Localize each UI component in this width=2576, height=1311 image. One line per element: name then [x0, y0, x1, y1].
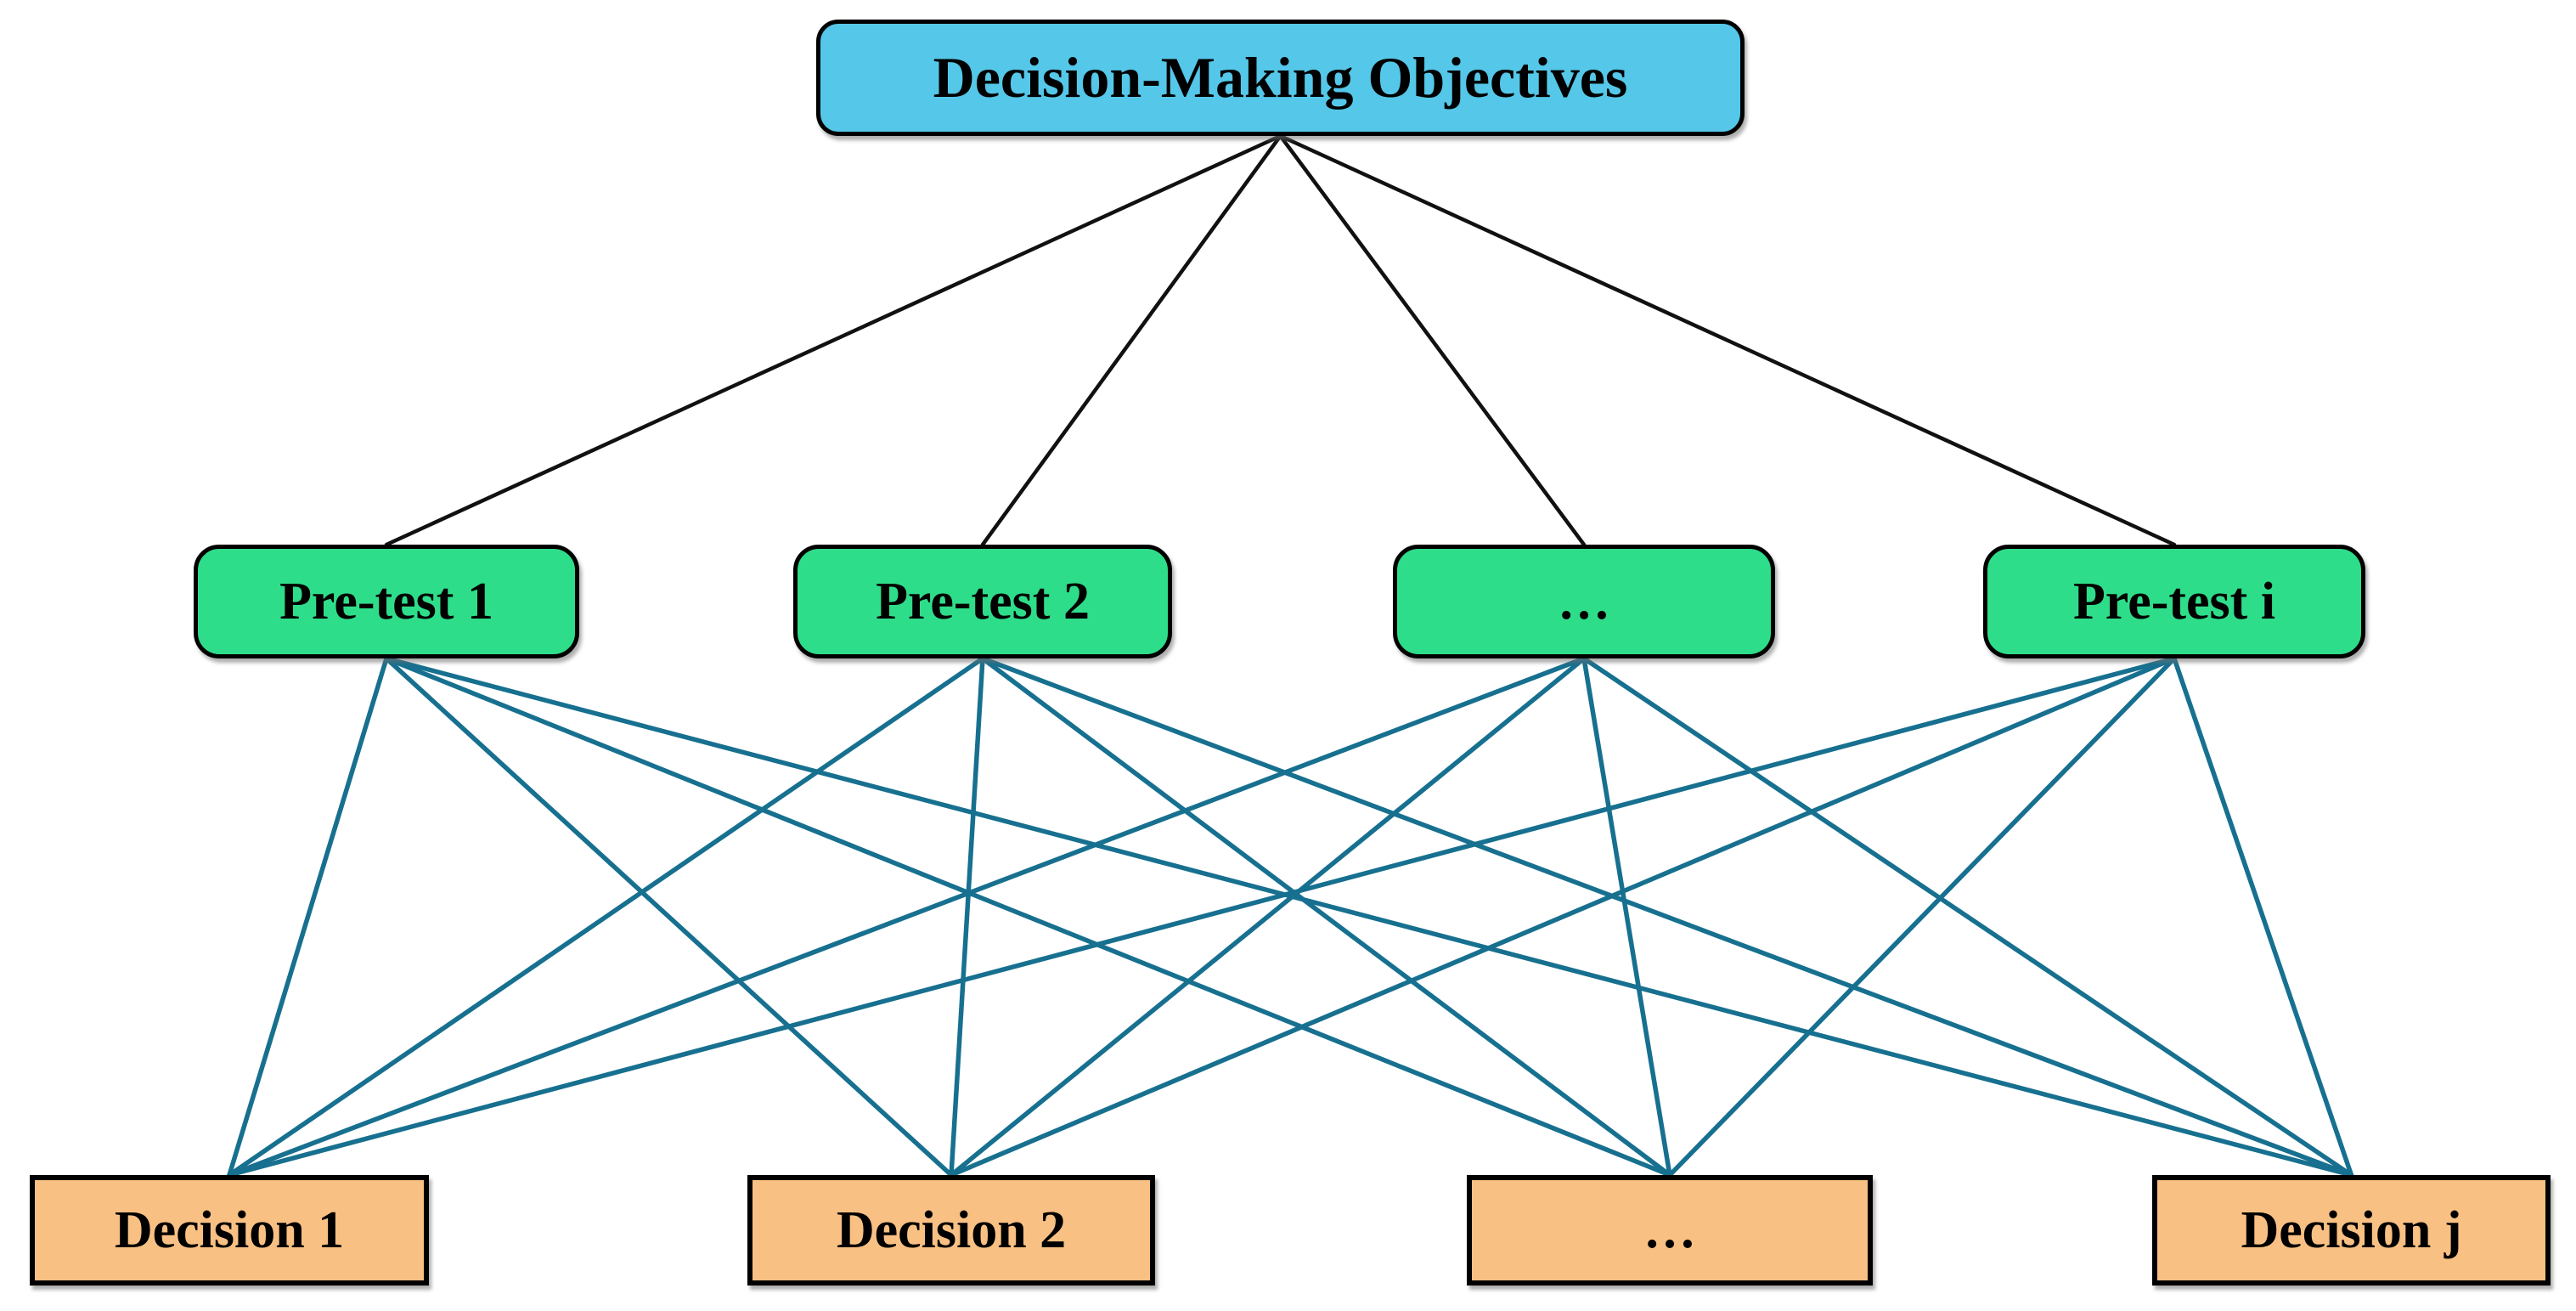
decision-node-j-label: Decision j	[2241, 1201, 2462, 1259]
pretest-node-2: Pre-test 2	[793, 545, 1172, 658]
decision-node-1-label: Decision 1	[114, 1201, 345, 1259]
objective-node-label: Decision-Making Objectives	[933, 45, 1628, 110]
pretest-node-ellipsis: …	[1393, 545, 1775, 658]
decision-node-1: Decision 1	[30, 1175, 429, 1286]
pretest-node-1-label: Pre-test 1	[279, 572, 493, 630]
objective-node: Decision-Making Objectives	[816, 20, 1745, 136]
decision-node-ellipsis: …	[1467, 1175, 1873, 1286]
decision-node-ellipsis-label: …	[1643, 1201, 1696, 1259]
pretest-node-i: Pre-test i	[1983, 545, 2365, 658]
pretest-node-1: Pre-test 1	[194, 545, 579, 658]
decision-node-2-label: Decision 2	[836, 1201, 1067, 1259]
pretest-node-i-label: Pre-test i	[2072, 572, 2276, 630]
pretest-node-ellipsis-label: …	[1558, 572, 1610, 630]
decision-node-j: Decision j	[2152, 1175, 2551, 1286]
decision-node-2: Decision 2	[747, 1175, 1155, 1286]
pretest-node-2-label: Pre-test 2	[876, 572, 1090, 630]
